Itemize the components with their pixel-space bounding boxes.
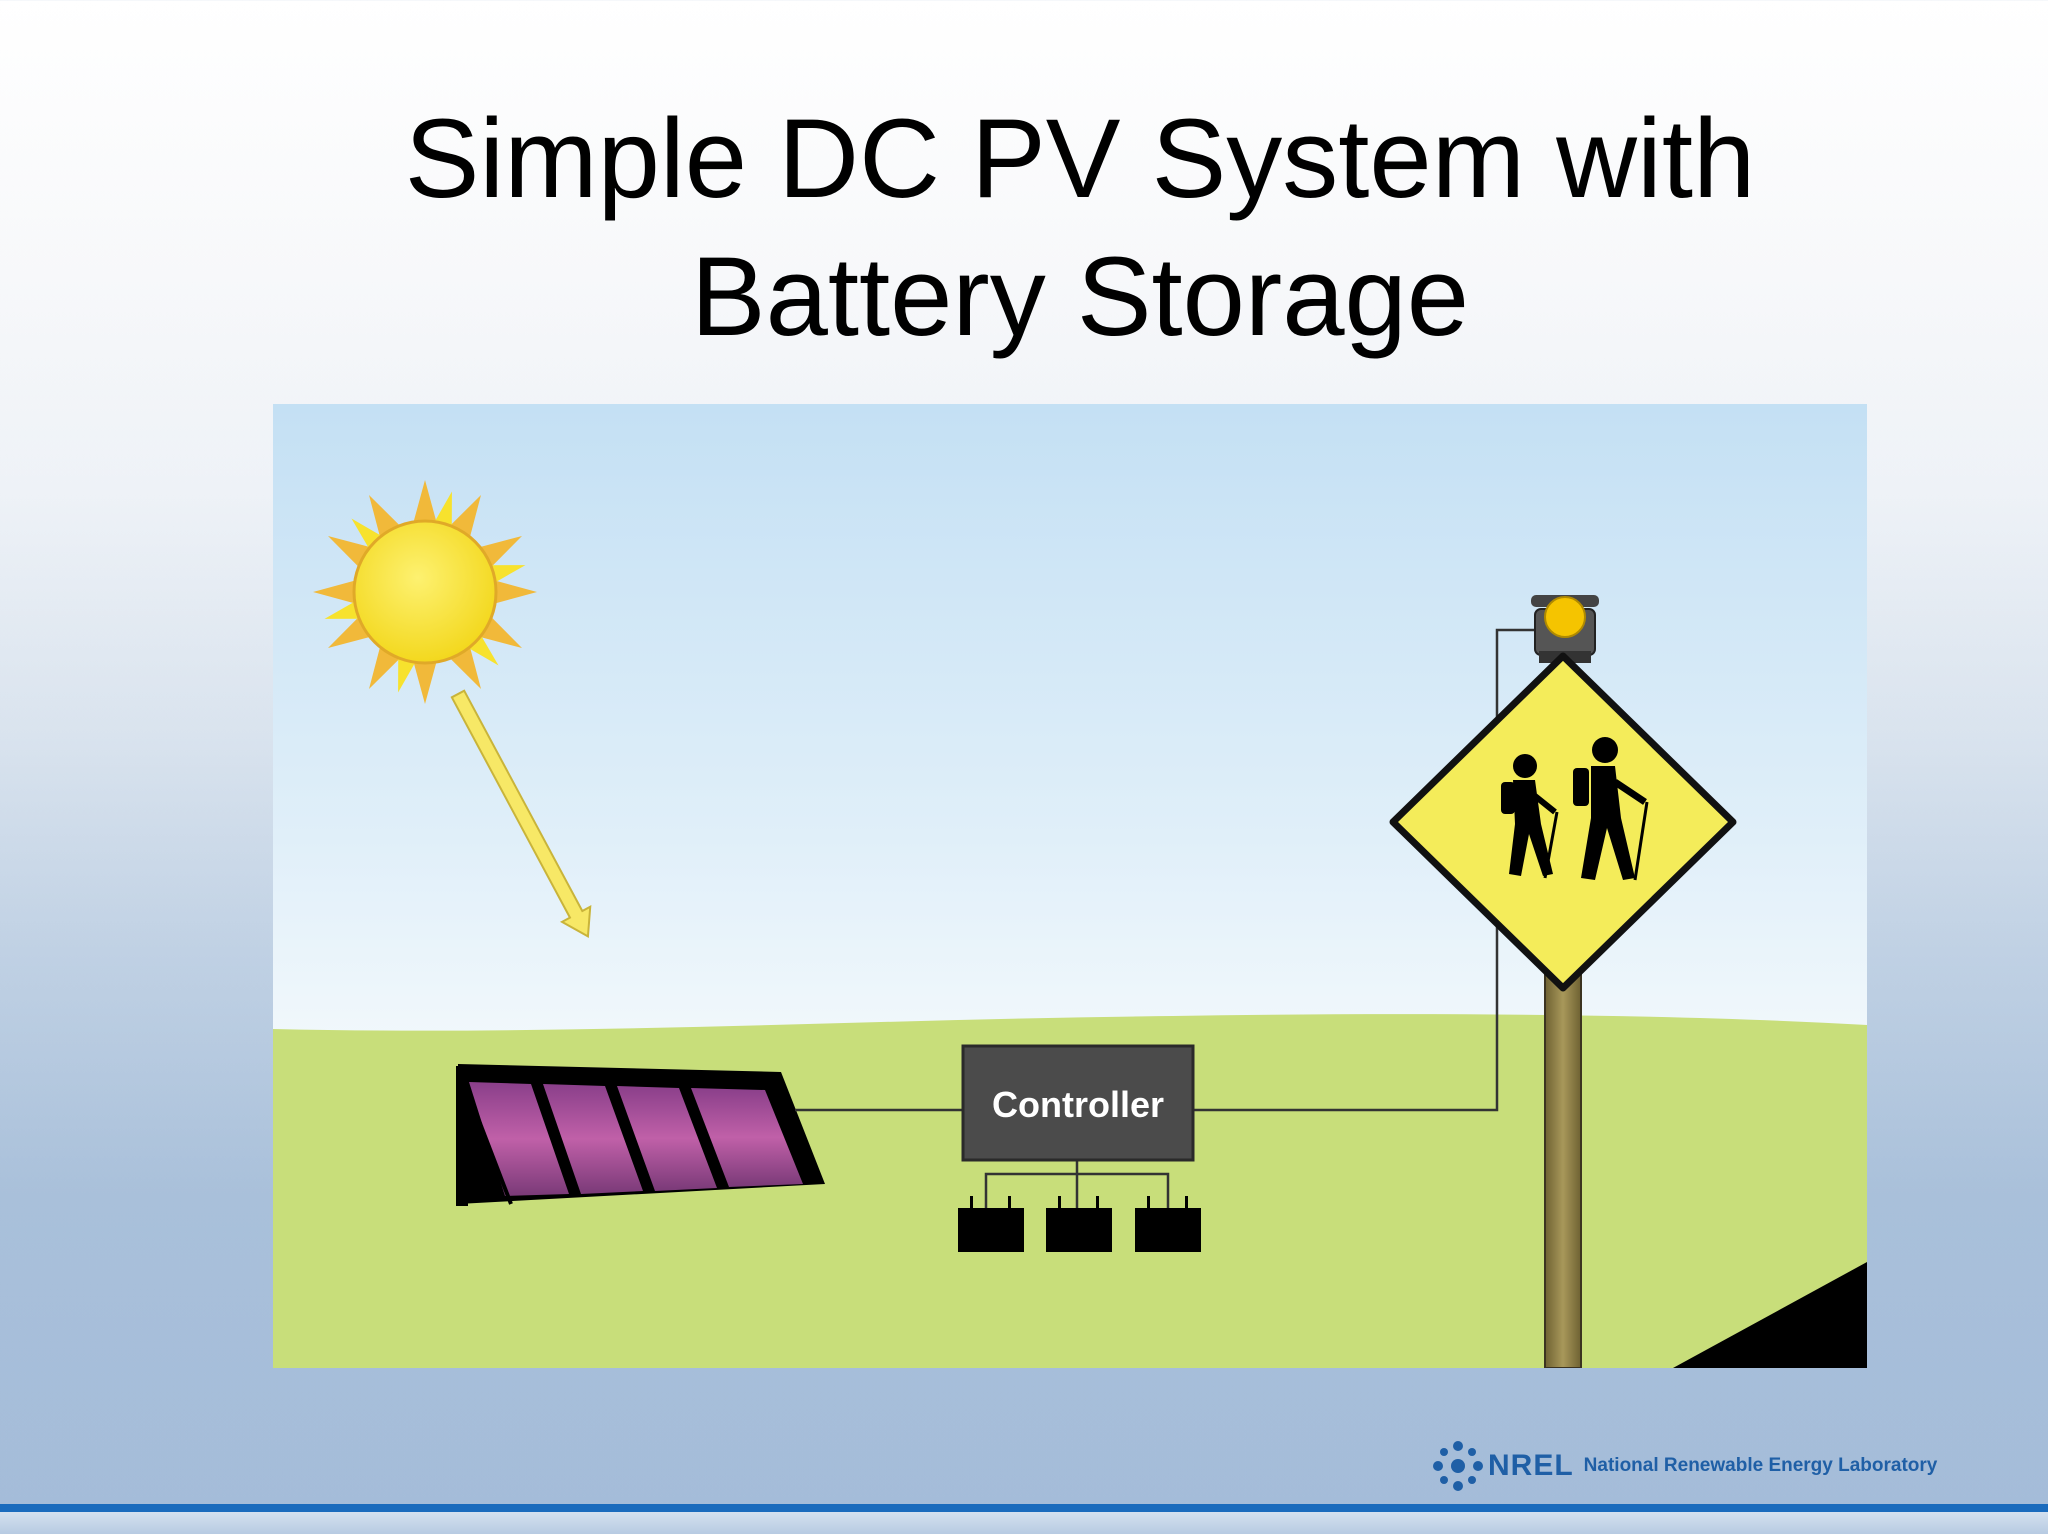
warning-sign [1389, 652, 1737, 992]
solar-panel-icon [456, 1064, 825, 1206]
beacon-light-icon [1531, 595, 1599, 663]
controller-label: Controller [992, 1084, 1164, 1125]
title-line-1: Simple DC PV System with [404, 96, 1756, 221]
sign-pole [1544, 963, 1582, 1368]
hikers-icon [1501, 737, 1649, 881]
pv-system-diagram: Controller [273, 404, 1867, 1368]
nrel-logo: NREL National Renewable Energy Laborator… [1430, 1438, 1937, 1494]
battery-icon [958, 1196, 1024, 1252]
logo-organization-name: National Renewable Energy Laboratory [1583, 1455, 1938, 1476]
battery-icon [1135, 1196, 1201, 1252]
nrel-logo-mark-icon [1433, 1441, 1483, 1491]
battery-icon [1046, 1196, 1112, 1252]
sunbeam-arrow [450, 689, 592, 938]
slide-title: Simple DC PV System with Battery Storage [0, 90, 2048, 366]
footer-band [0, 1512, 2048, 1534]
dark-slope [1673, 1262, 1867, 1368]
controller-box: Controller [961, 1044, 1195, 1162]
title-line-2: Battery Storage [690, 234, 1470, 359]
sun-icon [313, 480, 537, 704]
logo-abbreviation: NREL [1488, 1449, 1574, 1482]
footer-accent-bar [0, 1504, 2048, 1512]
diagram-canvas: Controller [273, 404, 1867, 1368]
